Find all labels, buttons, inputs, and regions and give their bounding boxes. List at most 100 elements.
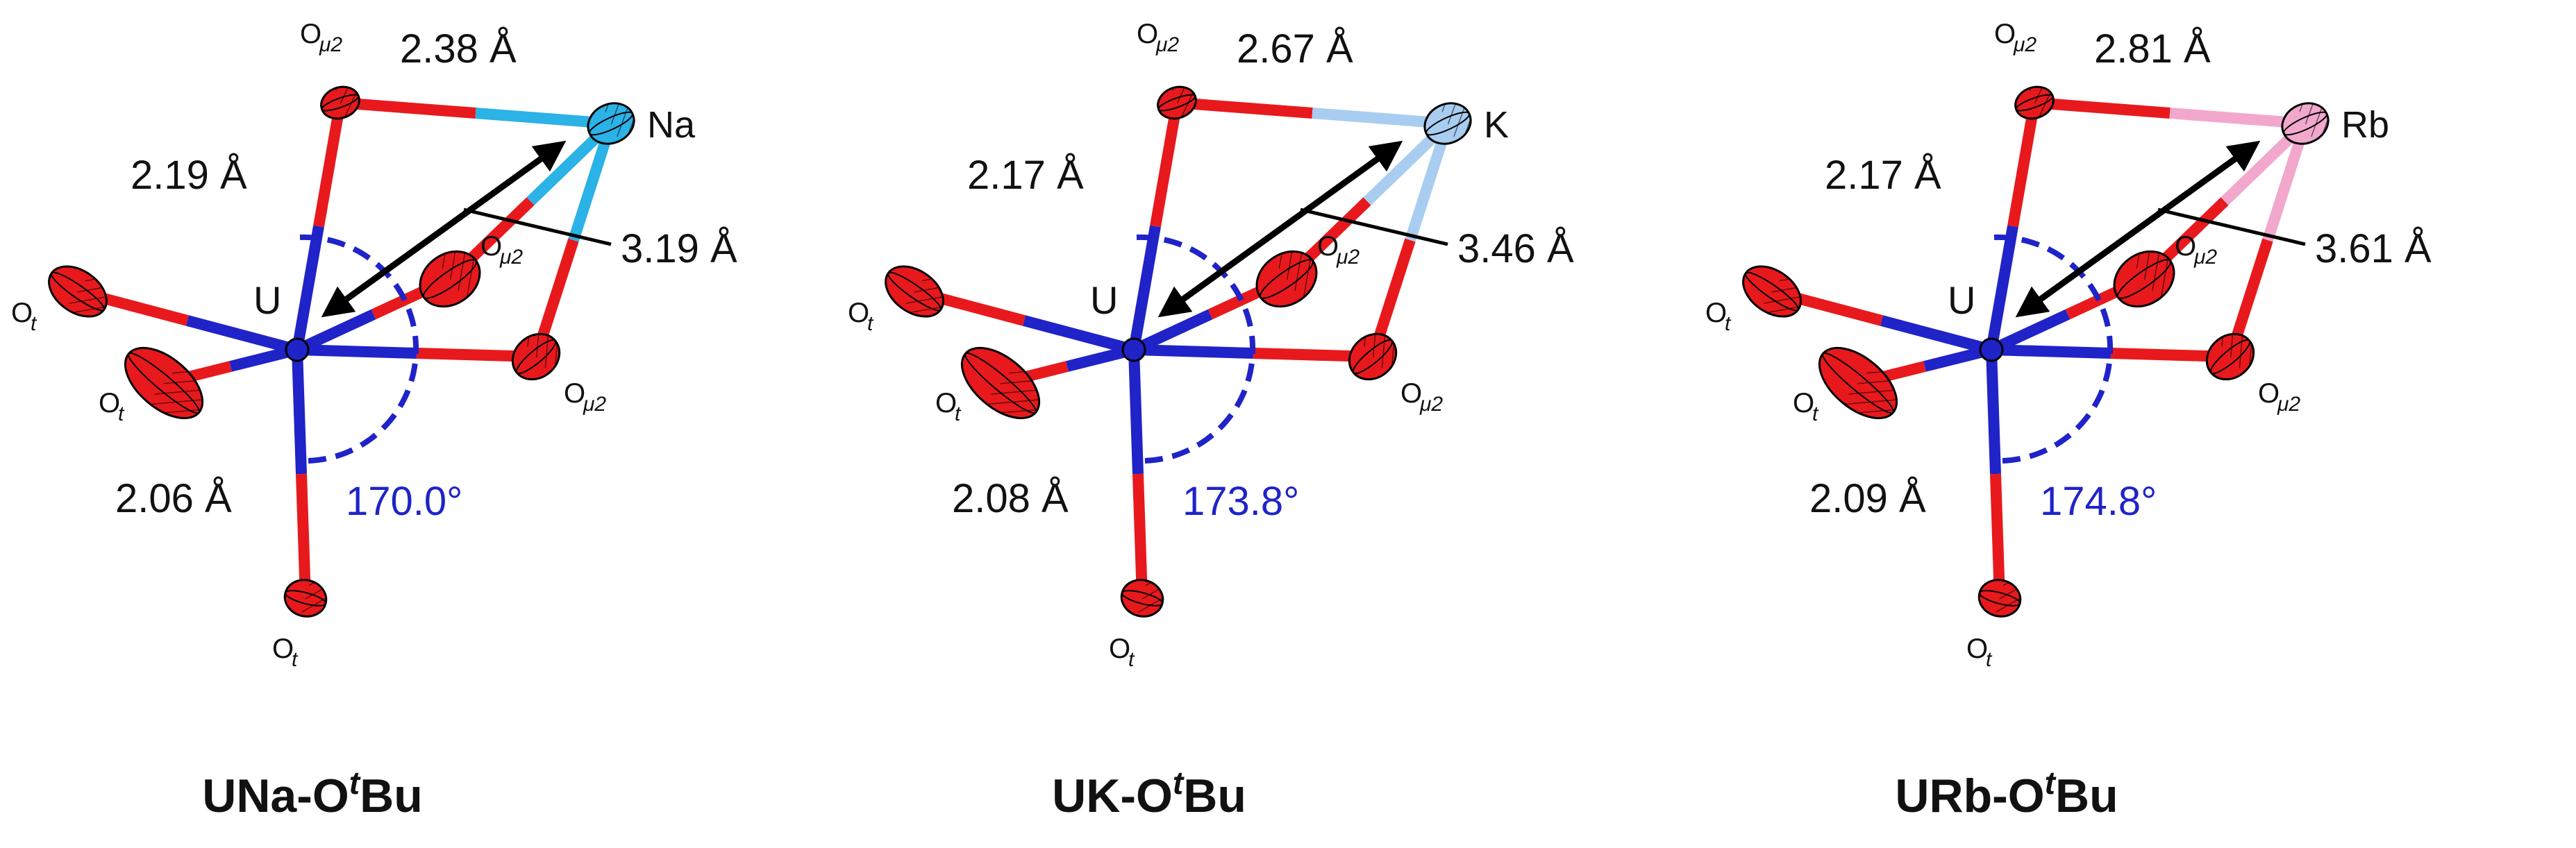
o-mu2-r2-label-subscript: μ2: [583, 393, 606, 416]
u-alkali-leader-line: [463, 207, 612, 246]
bond-u-omu-r1-a: [1131, 309, 1213, 355]
o-mu2-r1-label: Oμ2: [480, 231, 523, 269]
atom-o-mu2-r2-ring: [515, 339, 557, 375]
atom-u: [285, 337, 310, 362]
atom-o-mu2-r2-ring: [2209, 339, 2251, 375]
atom-o-mu2-r2-octant: [1359, 334, 1396, 373]
distance-u-alkali: 3.46 Å: [1457, 226, 1574, 271]
angle-arc: [1993, 234, 2114, 464]
alkali-label: K: [1484, 104, 1509, 146]
panel-caption: URb-OtBu: [1895, 765, 2118, 822]
atom-k: [1423, 102, 1472, 145]
bond-u-omu-top-a: [292, 225, 324, 351]
atom-o-t-l2-ring: [964, 352, 1037, 414]
o-t-l2-label-subscript: t: [955, 402, 962, 425]
o-t-l2-label: Ot: [99, 388, 125, 425]
atom-o-t-l2-octant: [147, 364, 203, 418]
bond-omu-top-alkali-a: [340, 97, 476, 119]
distance-u-o-top: 2.17 Å: [967, 153, 1084, 198]
distance-u-o-bottom: 2.08 Å: [952, 476, 1069, 521]
atom-o-t-l2-octant: [1841, 364, 1897, 418]
atom-na-ring: [588, 111, 634, 136]
u-alkali-distance-arrow: [1157, 140, 1403, 318]
o-t-b-label: Ot: [272, 634, 299, 671]
u-alkali-leader-line: [1300, 207, 1448, 246]
bond-omu-top-alkali-a: [1176, 97, 1313, 119]
atom-o-t-b-ring: [1978, 590, 2021, 607]
atom-o-t-l2: [1818, 346, 1898, 420]
bond-u-omu-r1-a: [294, 309, 376, 355]
o-mu2-r1-label-subscript: μ2: [499, 246, 523, 269]
distance-u-alkali: 3.19 Å: [621, 226, 737, 271]
atom-o-t-b-octant: [1137, 580, 1163, 617]
atom-o-t-l1-octant: [902, 274, 944, 317]
atom-o-t-l1-ring: [50, 271, 106, 312]
distance-u-o-top: 2.17 Å: [1825, 153, 1941, 198]
o-t-l2-label: Ot: [935, 388, 962, 425]
o-mu2-top-label-symbol: O: [300, 19, 321, 49]
atom-o-t-b: [283, 579, 328, 618]
atom-o-t-l2-octant: [984, 364, 1039, 418]
bond-u-omu-top-b: [1150, 101, 1182, 228]
atom-o-mu2-top-ring: [321, 94, 360, 112]
atom-o-t-l1-octant: [65, 274, 107, 317]
angle-arc: [299, 234, 419, 464]
u-alkali-distance-arrow: [321, 140, 567, 318]
caption-superscript: t: [1173, 765, 1185, 801]
o-mu2-r2-label: Oμ2: [1400, 378, 1443, 416]
bond-u-ot-b-a: [292, 349, 307, 475]
atom-o-t-l2: [960, 346, 1041, 420]
caption-tail: Bu: [360, 770, 423, 822]
o-mu2-top-label-subscript: μ2: [2013, 33, 2036, 56]
caption-main: URb-O: [1895, 770, 2044, 822]
o-t-l1-label-symbol: O: [1705, 298, 1727, 328]
bond-u-omu-r2-a: [296, 344, 417, 359]
atom-o-t-b: [1120, 579, 1164, 618]
distance-mu2-alkali: 2.38 Å: [400, 26, 517, 71]
o-mu2-top-label: Oμ2: [300, 19, 342, 56]
panel-caption: UNa-OtBu: [202, 765, 423, 822]
o-mu2-r2-label-subscript: μ2: [2277, 393, 2300, 416]
distance-u-o-bottom: 2.06 Å: [115, 476, 232, 521]
o-t-l1-label-symbol: O: [11, 298, 33, 328]
bond-u-ot-b-a: [1128, 349, 1144, 475]
bond-u-ot-b-b: [1990, 473, 2005, 599]
o-t-b-label-symbol: O: [272, 634, 294, 664]
o-mu2-top-label-subscript: μ2: [1155, 33, 1179, 56]
bond-u-omu-top-a: [1128, 225, 1161, 351]
u-alkali-leader-line: [2157, 207, 2306, 246]
atom-o-t-l2-ring: [1821, 352, 1895, 414]
o-t-b-label-subscript: t: [1128, 648, 1135, 671]
angle-label: 173.8°: [1182, 479, 1299, 524]
o-mu2-r1-label-symbol: O: [480, 231, 502, 262]
o-t-l2-label: Ot: [1793, 388, 1819, 425]
bond-u-omu-top-b: [313, 101, 346, 228]
atom-na: [587, 102, 635, 145]
distance-mu2-alkali: 2.67 Å: [1237, 26, 1353, 71]
atom-o-t-b-ring: [284, 590, 327, 607]
o-t-l2-label-symbol: O: [99, 388, 120, 418]
atom-rb: [2281, 102, 2330, 145]
atom-rb-ring: [2282, 111, 2328, 136]
atom-o-t-l1-ring: [1744, 271, 1800, 312]
o-mu2-r2-label: Oμ2: [564, 378, 606, 416]
o-mu2-r1-label-symbol: O: [2175, 231, 2196, 262]
u-label: U: [1090, 278, 1118, 322]
bond-u-ot-b-b: [1132, 473, 1148, 599]
bond-u-omu-top-b: [2007, 101, 2040, 228]
caption-main: UK-O: [1052, 770, 1173, 822]
distance-u-alkali: 3.61 Å: [2315, 226, 2432, 271]
atom-o-mu2-r2-ring: [1352, 339, 1394, 375]
o-mu2-r2-label-symbol: O: [1400, 378, 1422, 409]
o-t-l1-label-subscript: t: [1725, 312, 1732, 335]
o-mu2-r1-label-subscript: μ2: [2193, 246, 2217, 269]
atom-o-t-b-octant: [1995, 580, 2021, 617]
atom-o-mu2-r2-octant: [522, 334, 560, 373]
o-t-l1-label: Ot: [1705, 298, 1732, 335]
o-t-l2-label-symbol: O: [1793, 388, 1814, 418]
o-t-l2-label-symbol: O: [935, 388, 957, 418]
distance-mu2-alkali: 2.81 Å: [2094, 26, 2211, 71]
atom-k-ring: [1425, 111, 1471, 136]
caption-tail: Bu: [2055, 770, 2118, 822]
